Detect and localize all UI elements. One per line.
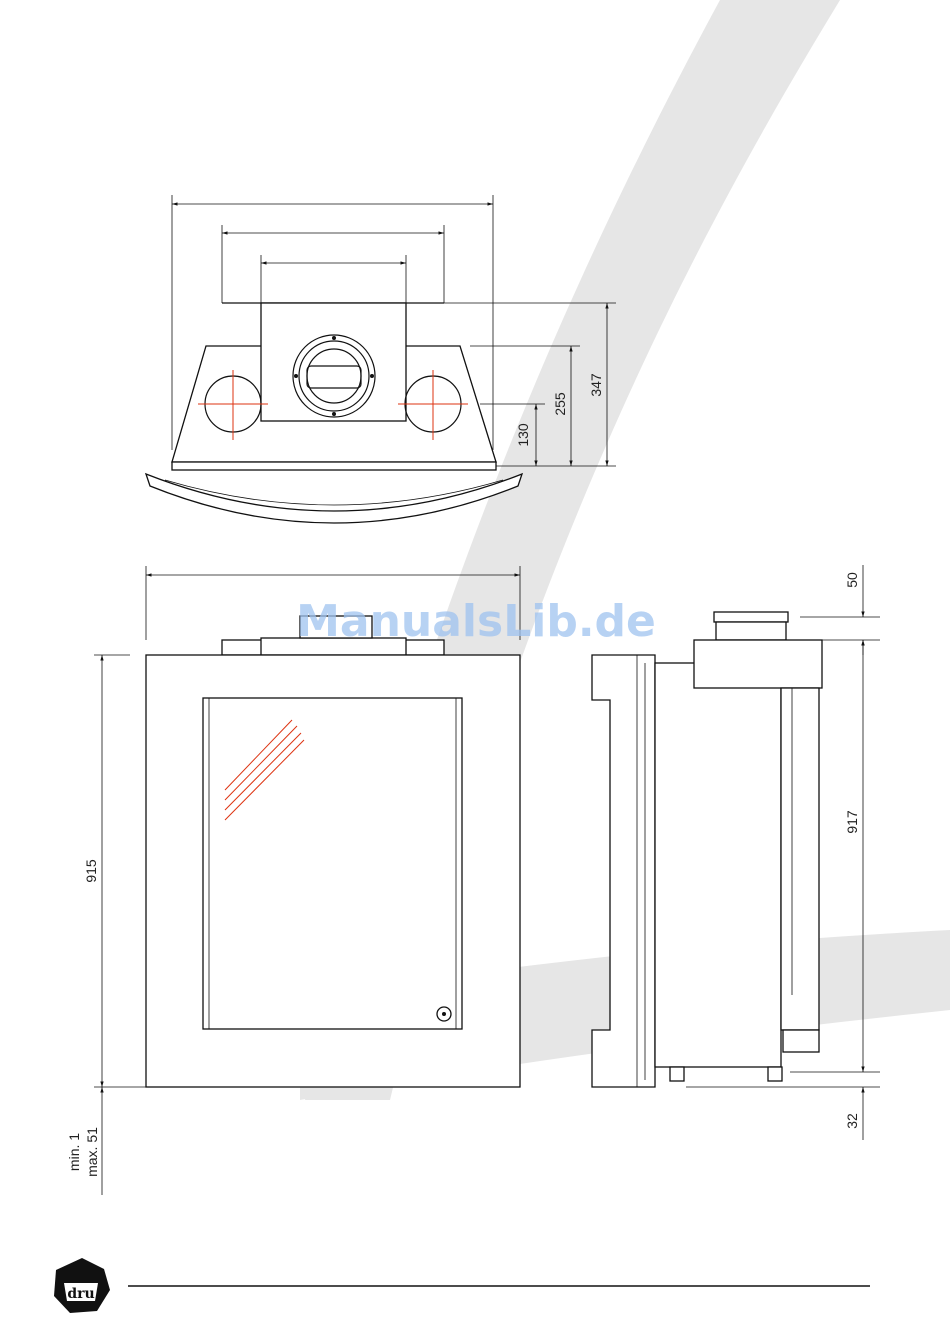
top-dim-label-130: 130: [515, 423, 531, 447]
front-dim-label-915: 915: [83, 859, 99, 883]
curved-front-panel: [146, 474, 522, 523]
side-view: 50 917 32: [592, 565, 880, 1140]
side-body: [655, 663, 781, 1067]
brand-logo: dru: [54, 1258, 110, 1313]
floor-gap-min-label: min. 1: [66, 1133, 82, 1171]
glass-door: [203, 698, 462, 1029]
top-dim-label-255: 255: [552, 392, 568, 416]
side-dim-label-50: 50: [844, 572, 860, 588]
foot-front: [670, 1067, 684, 1081]
floor-gap-max-label: max. 51: [84, 1127, 100, 1177]
front-view: 915 min. 1 max. 51: [66, 566, 520, 1195]
side-dim-label-32: 32: [844, 1113, 860, 1129]
top-dim-label-347: 347: [588, 373, 604, 397]
foot-rear: [768, 1067, 782, 1081]
watermark-text: ManualsLib.de: [296, 596, 656, 647]
side-dim-label-917: 917: [844, 810, 860, 834]
svg-text:dru: dru: [67, 1286, 94, 1302]
